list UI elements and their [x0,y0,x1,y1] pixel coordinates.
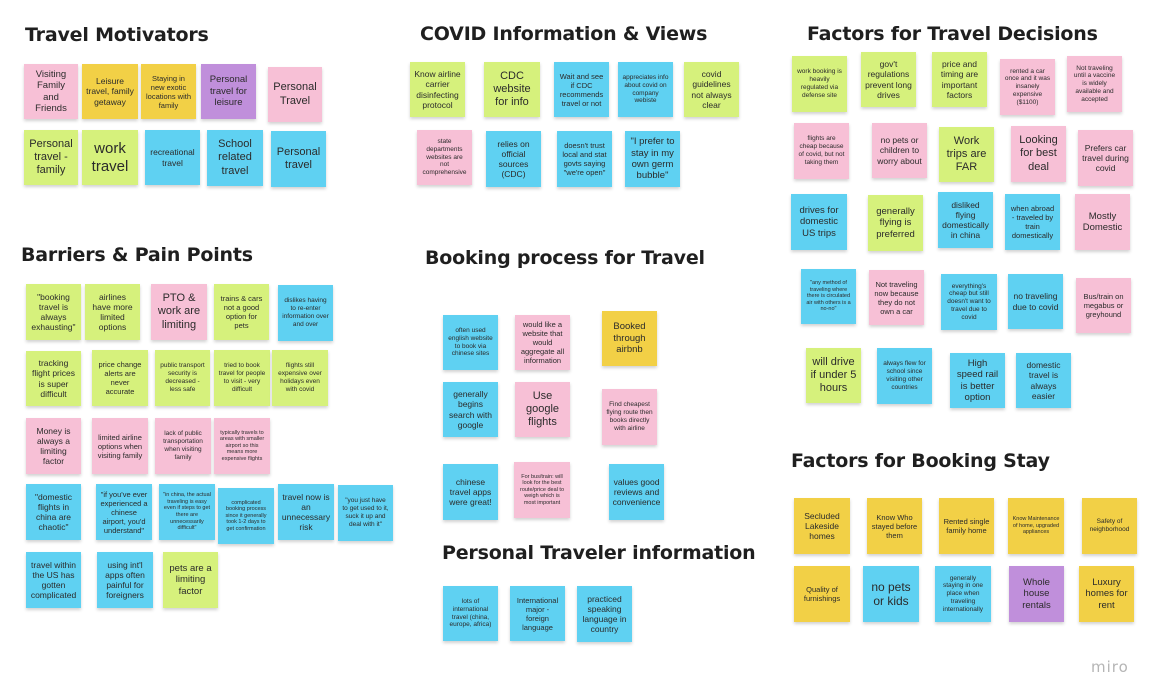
sticky-note[interactable]: "in china, the actual traveling is easy … [159,484,215,540]
sticky-note[interactable]: flights still expensive over holidays ev… [272,350,328,406]
sticky-note[interactable]: rented a car once and it was insanely ex… [1000,59,1055,115]
miro-logo: miro [1091,658,1129,676]
sticky-note[interactable]: when abroad - traveled by train domestic… [1005,194,1060,250]
sticky-note[interactable]: "booking travel is always exhausting" [26,284,81,340]
sticky-note[interactable]: no pets or kids [863,566,919,622]
sticky-note[interactable]: no traveling due to covid [1008,274,1063,329]
sticky-note[interactable]: School related travel [207,130,263,186]
sticky-note[interactable]: Personal travel - family [24,130,78,185]
sticky-note[interactable]: Mostly Domestic [1075,194,1130,250]
section-title-factors-booking-stay: Factors for Booking Stay [791,450,1050,472]
sticky-note[interactable]: using int'l apps often painful for forei… [97,552,153,608]
section-title-factors-travel-decisions: Factors for Travel Decisions [807,23,1098,45]
sticky-note[interactable]: Visiting Family and Friends [24,64,78,119]
sticky-note[interactable]: travel within the US has gotten complica… [26,552,81,608]
sticky-note[interactable]: will drive if under 5 hours [806,348,861,403]
sticky-note[interactable]: Quality of furnishings [794,566,850,622]
sticky-note[interactable]: "if you've ever experienced a chinese ai… [96,484,152,540]
sticky-note[interactable]: lots of international travel (china, eur… [443,586,498,641]
sticky-note[interactable]: generally begins search with google [443,382,498,437]
sticky-note[interactable]: trains & cars not a good option for pets [214,284,269,340]
sticky-note[interactable]: "you just have to get used to it, suck i… [338,485,393,541]
sticky-note[interactable]: Staying in new exotic locations with fam… [141,64,196,119]
sticky-note[interactable]: typically travels to areas with smaller … [214,418,270,474]
sticky-note[interactable]: price and timing are important factors [932,52,987,107]
sticky-note[interactable]: Rented single family home [939,498,994,554]
sticky-note[interactable]: price change alerts are never accurate [92,350,148,406]
sticky-note[interactable]: values good reviews and convenience [609,464,664,520]
section-title-booking-process: Booking process for Travel [425,247,705,269]
sticky-note[interactable]: covid guidelines not always clear [684,62,739,117]
sticky-note[interactable]: generally flying is preferred [868,195,923,251]
sticky-note[interactable]: Personal travel [271,131,326,187]
sticky-note[interactable]: generally staying in one place when trav… [935,566,991,622]
sticky-note[interactable]: work booking is heavily regulated via de… [792,56,847,112]
sticky-note[interactable]: Personal Travel [268,67,322,122]
sticky-note[interactable]: Know airline carrier disinfecting protoc… [410,62,465,117]
sticky-note[interactable]: High speed rail is better option [950,353,1005,408]
sticky-note[interactable]: Work trips are FAR [939,127,994,182]
sticky-note[interactable]: dislikes having to re-enter information … [278,285,333,341]
sticky-note[interactable]: work travel [82,130,138,185]
sticky-note[interactable]: "I prefer to stay in my own germ bubble" [625,131,680,187]
sticky-note[interactable]: disliked flying domestically in china [938,192,993,248]
sticky-note[interactable]: Know Who stayed before them [867,498,922,554]
section-title-covid-information: COVID Information & Views [420,23,708,45]
sticky-note[interactable]: Find cheapest flying route then books di… [602,389,657,445]
sticky-note[interactable]: gov't regulations prevent long drives [861,52,916,107]
sticky-note[interactable]: For bus/train: will look for the best ro… [514,462,570,518]
sticky-note[interactable]: often used english website to book via c… [443,315,498,370]
sticky-note[interactable]: limited airline options when visiting fa… [92,418,148,474]
sticky-note[interactable]: relies on official sources (CDC) [486,131,541,187]
sticky-note[interactable]: airlines have more limited options [85,284,140,340]
sticky-note[interactable]: Not traveling until a vaccine is widely … [1067,56,1122,112]
sticky-note[interactable]: "any method of traveling where there is … [801,269,856,324]
sticky-note[interactable]: "domestic flights in china are chaotic" [26,484,81,540]
sticky-note[interactable]: travel now is an unnecessary risk [278,484,334,540]
sticky-note[interactable]: PTO & work are limiting [151,284,207,340]
sticky-note[interactable]: Luxury homes for rent [1079,566,1134,622]
sticky-note[interactable]: pets are a limiting factor [163,552,218,608]
sticky-note[interactable]: Use google flights [515,382,570,437]
sticky-note[interactable]: Booked through airbnb [602,311,657,366]
sticky-note[interactable]: drives for domestic US trips [791,194,847,250]
sticky-note[interactable]: flights are cheap because of covid, but … [794,123,849,179]
sticky-note[interactable]: Looking for best deal [1011,126,1066,182]
sticky-note[interactable]: Money is always a limiting factor [26,418,81,474]
sticky-note[interactable]: Personal travel for leisure [201,64,256,119]
sticky-note[interactable]: lack of public transportation when visit… [155,418,211,474]
sticky-note[interactable]: Secluded Lakeside homes [794,498,850,554]
sticky-note[interactable]: International major - foreign language [510,586,565,641]
sticky-note[interactable]: no pets or children to worry about [872,123,927,178]
sticky-note[interactable]: Prefers car travel during covid [1078,130,1133,186]
sticky-note[interactable]: Know Maintenance of home, upgraded appli… [1008,498,1064,554]
sticky-note[interactable]: everything's cheap but still doesn't wan… [941,274,997,330]
sticky-note[interactable]: Wait and see if CDC recommends travel or… [554,62,609,117]
sticky-note[interactable]: Safety of neighborhood [1082,498,1137,554]
section-title-barriers: Barriers & Pain Points [21,244,253,266]
sticky-note[interactable]: tried to book travel for people to visit… [214,350,270,406]
sticky-note[interactable]: CDC website for info [484,62,540,117]
sticky-note[interactable]: Not traveling now because they do not ow… [869,270,924,325]
sticky-note[interactable]: state departments websites are not compr… [417,130,472,185]
sticky-note[interactable]: Whole house rentals [1009,566,1064,622]
sticky-note[interactable]: Bus/train on megabus or greyhound [1076,278,1131,333]
sticky-note[interactable]: chinese travel apps were great! [443,464,498,520]
sticky-note[interactable]: Leisure travel, family getaway [82,64,138,119]
sticky-note[interactable]: domestic travel is always easier [1016,353,1071,408]
sticky-note[interactable]: always flew for school since visiting ot… [877,348,932,404]
sticky-note[interactable]: recreational travel [145,130,200,185]
sticky-note[interactable]: complicated booking process since it gen… [218,488,274,544]
section-title-personal-traveler: Personal Traveler information [442,542,756,564]
sticky-note[interactable]: doesn't trust local and stat govts sayin… [557,131,612,187]
sticky-note[interactable]: practiced speaking language in country [577,586,632,642]
sticky-note[interactable]: appreciates info about covid on company … [618,62,673,117]
sticky-note[interactable]: public transport security is decreased -… [155,350,210,406]
sticky-note[interactable]: would like a website that would aggregat… [515,315,570,370]
section-title-travel-motivators: Travel Motivators [25,24,209,46]
sticky-note[interactable]: tracking flight prices is super difficul… [26,351,81,406]
